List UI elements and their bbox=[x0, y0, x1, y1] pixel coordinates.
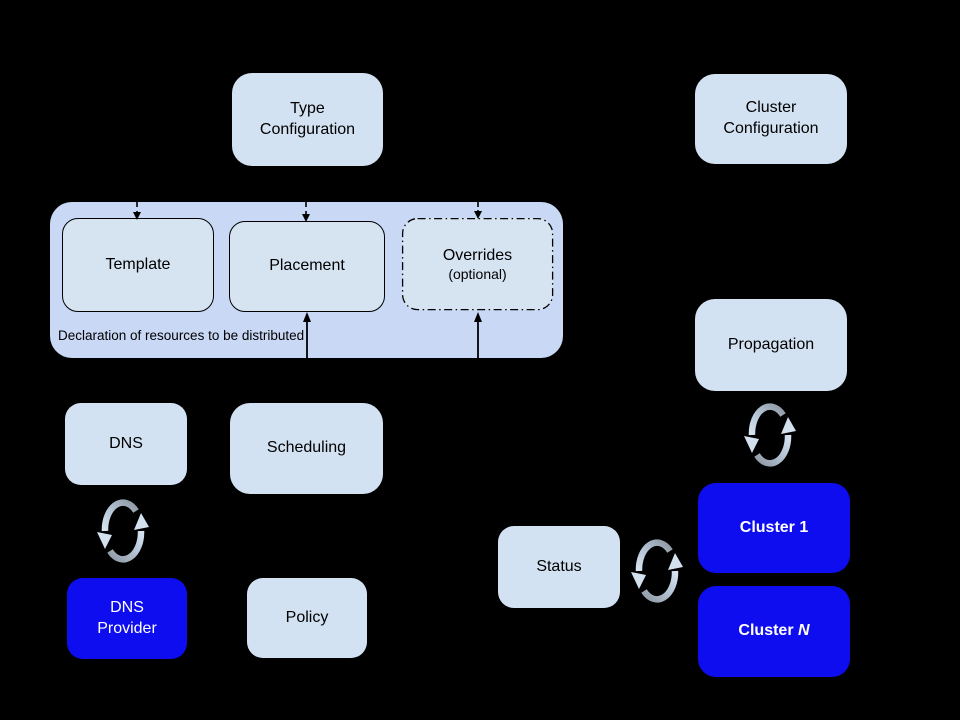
node-type-configuration: Type Configuration bbox=[232, 73, 383, 166]
cluster-n-suffix: N bbox=[798, 622, 810, 640]
node-template: Template bbox=[62, 218, 214, 312]
node-scheduling: Scheduling bbox=[230, 403, 383, 494]
resource-declaration-group: Template Placement Overrides (optional) … bbox=[50, 202, 563, 358]
node-label: Cluster N bbox=[738, 621, 809, 642]
node-label: DNS bbox=[109, 434, 143, 452]
arrow-up-overrides bbox=[474, 312, 482, 358]
sync-icon bbox=[97, 499, 149, 563]
node-dns: DNS bbox=[65, 403, 187, 485]
node-status: Status bbox=[498, 526, 620, 608]
node-label: Cluster 1 bbox=[739, 518, 809, 536]
node-label: Status bbox=[536, 557, 582, 575]
node-cluster-1: Cluster 1 bbox=[698, 483, 850, 573]
node-cluster-n: Cluster N bbox=[698, 586, 850, 677]
group-arrows bbox=[133, 202, 554, 358]
arrow-into-placement bbox=[302, 202, 310, 222]
overrides-dashed-border bbox=[401, 217, 554, 311]
cluster-n-prefix: Cluster bbox=[738, 622, 798, 640]
group-caption: Declaration of resources to be distribut… bbox=[58, 328, 305, 343]
node-label: Policy bbox=[285, 608, 329, 626]
node-policy: Policy bbox=[247, 578, 367, 658]
node-dns-provider: DNS Provider bbox=[67, 578, 187, 659]
node-propagation: Propagation bbox=[695, 299, 847, 391]
node-label: Scheduling bbox=[266, 439, 347, 457]
arrow-up-placement bbox=[303, 312, 311, 358]
node-label: Propagation bbox=[727, 335, 815, 353]
arrow-into-overrides bbox=[474, 202, 482, 219]
node-label: DNS Provider bbox=[97, 598, 157, 637]
node-label: Type Configuration bbox=[259, 99, 356, 138]
sync-icon bbox=[744, 403, 796, 467]
node-label: Placement bbox=[269, 257, 345, 275]
node-label: Template bbox=[105, 255, 171, 273]
node-overrides: Overrides (optional) bbox=[402, 218, 553, 310]
node-placement: Placement bbox=[229, 221, 385, 312]
node-label: Overrides bbox=[442, 246, 513, 264]
node-label: Cluster Configuration bbox=[723, 99, 819, 137]
node-cluster-configuration: Cluster Configuration bbox=[695, 74, 847, 164]
sync-icon bbox=[631, 539, 683, 603]
node-sublabel: (optional) bbox=[448, 265, 507, 282]
arrow-into-template bbox=[133, 202, 141, 220]
